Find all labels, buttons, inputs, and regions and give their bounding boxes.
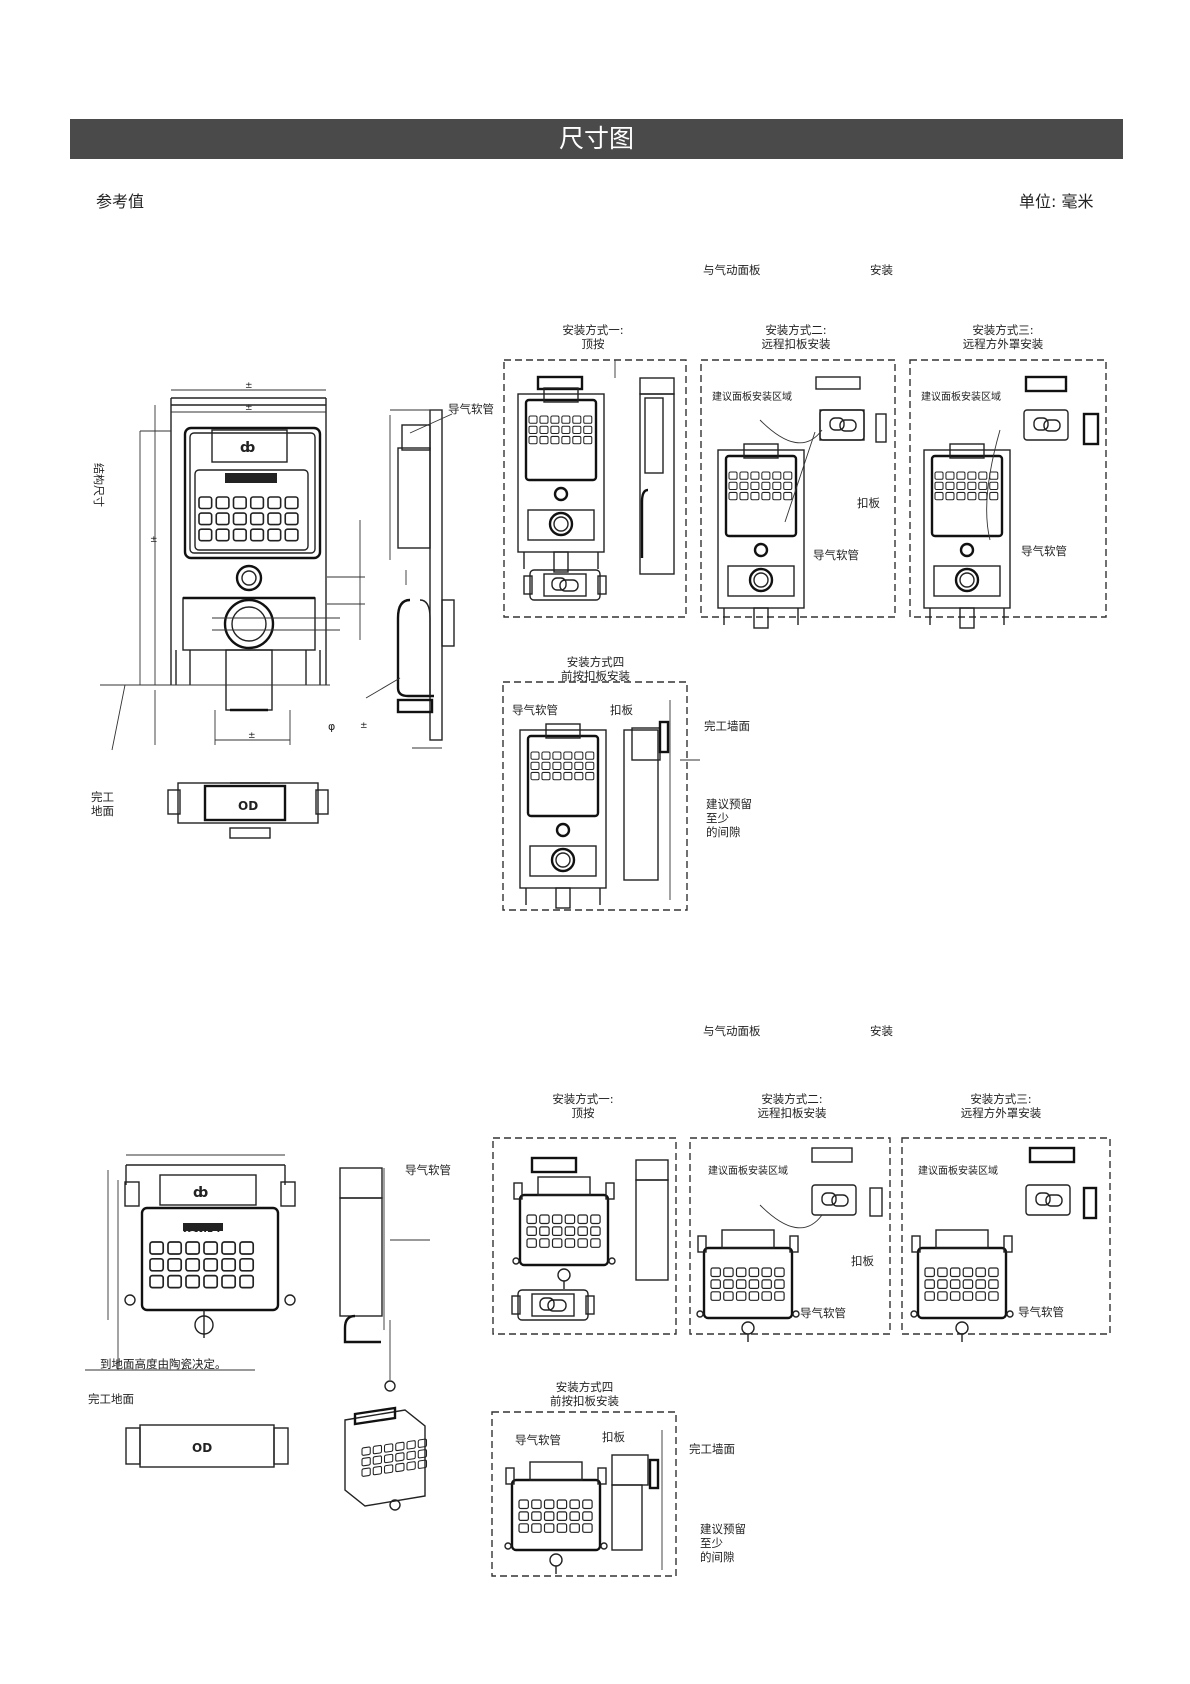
bottom-method-1-drawing <box>511 1156 669 1321</box>
bottom-method-2-zone: 建议面板安装区域 <box>708 1166 788 1177</box>
bottom-method-3-drawing <box>911 1146 1098 1342</box>
brand-logo-top: KOHLER <box>233 483 279 494</box>
top-method-3-zone: 建议面板安装区域 <box>921 392 1001 403</box>
bottom-method-3-hose: 导气软管 <box>1018 1305 1064 1319</box>
top-caption-left: 与气动面板 <box>703 263 761 277</box>
svg-text:±: ± <box>245 403 253 413</box>
svg-text:OD: OD <box>192 1441 212 1455</box>
svg-text:φ: φ <box>328 720 335 733</box>
top-method-4-drawing <box>520 700 700 908</box>
top-method-2-title: 安装方式二: 远程扣板安装 <box>761 323 831 351</box>
top-front-view: ȸ ± ± ± ± 结构尺寸 <box>92 381 365 751</box>
top-method-3-hose: 导气软管 <box>1021 544 1067 558</box>
bottom-finished-floor-label: 完工地面 <box>88 1392 134 1406</box>
svg-text:结构尺寸: 结构尺寸 <box>92 463 106 507</box>
reference-label: 参考值 <box>96 192 145 211</box>
bottom-vent-hose-label: 导气软管 <box>405 1163 451 1177</box>
bottom-method-4-wall: 完工墙面 <box>689 1442 735 1456</box>
top-method-3-title: 安装方式三: 远程方外罩安装 <box>962 323 1044 351</box>
top-method-2-plate: 扣板 <box>857 496 880 510</box>
brand-logo-bottom: KOHLER <box>181 1230 227 1241</box>
bottom-method-1-title: 安装方式一: 顶按 <box>552 1092 614 1120</box>
svg-text:±: ± <box>245 381 253 391</box>
top-caption-right: 安装 <box>870 263 893 277</box>
bottom-plan-view: OD <box>125 1424 289 1468</box>
top-method-4-hose: 导气软管 <box>512 703 558 717</box>
top-method-4-wall: 完工墙面 <box>704 719 750 733</box>
svg-text:±: ± <box>360 721 368 731</box>
svg-text:ȸ: ȸ <box>193 1185 208 1201</box>
svg-text:ȸ: ȸ <box>240 440 255 456</box>
bottom-side-view <box>339 1167 430 1392</box>
bottom-method-2-hose: 导气软管 <box>800 1306 846 1320</box>
bottom-method-4-drawing <box>505 1430 663 1574</box>
svg-text:±: ± <box>150 535 158 545</box>
top-finished-floor-label: 完工 地面 <box>91 790 114 818</box>
top-method-3-drawing <box>924 375 1100 628</box>
top-method-2-hose: 导气软管 <box>813 548 859 562</box>
bottom-floor-height-note: 到地面高度由陶瓷决定。 <box>100 1357 227 1371</box>
bottom-caption-left: 与气动面板 <box>703 1024 761 1038</box>
page-title: 尺寸图 <box>70 119 1123 159</box>
top-method-4-plate: 扣板 <box>610 703 633 717</box>
top-method-4-gap: 建议预留 至少 的间隙 <box>706 797 752 839</box>
top-side-view: φ± <box>328 409 455 749</box>
bottom-method-3-zone: 建议面板安装区域 <box>918 1166 998 1177</box>
top-method-2-drawing <box>718 376 887 628</box>
top-method-1-title: 安装方式一: 顶按 <box>562 323 624 351</box>
top-plan-view: OD <box>167 782 329 839</box>
top-method-2-zone: 建议面板安装区域 <box>712 392 792 403</box>
bottom-method-2-drawing <box>697 1147 883 1342</box>
bottom-method-4-hose: 导气软管 <box>515 1433 561 1447</box>
svg-text:±: ± <box>248 731 256 741</box>
top-vent-hose-label: 导气软管 <box>448 402 494 416</box>
bottom-front-view: ȸ <box>85 1154 296 1371</box>
bottom-method-2-title: 安装方式二: 远程扣板安装 <box>757 1092 827 1120</box>
bottom-method-3-title: 安装方式三: 远程方外罩安装 <box>960 1092 1042 1120</box>
bottom-method-4-gap: 建议预留 至少 的间隙 <box>700 1522 746 1564</box>
unit-label: 单位: 毫米 <box>1019 192 1094 211</box>
bottom-iso-view <box>344 1406 428 1511</box>
bottom-method-4-title: 安装方式四 前按扣板安装 <box>550 1380 619 1408</box>
svg-text:OD: OD <box>238 799 258 813</box>
bottom-method-2-plate: 扣板 <box>851 1254 874 1268</box>
top-method-4-title: 安装方式四 前按扣板安装 <box>561 655 630 683</box>
top-method-1-drawing <box>518 360 675 601</box>
bottom-caption-right: 安装 <box>870 1024 893 1038</box>
bottom-method-4-plate: 扣板 <box>602 1430 625 1444</box>
